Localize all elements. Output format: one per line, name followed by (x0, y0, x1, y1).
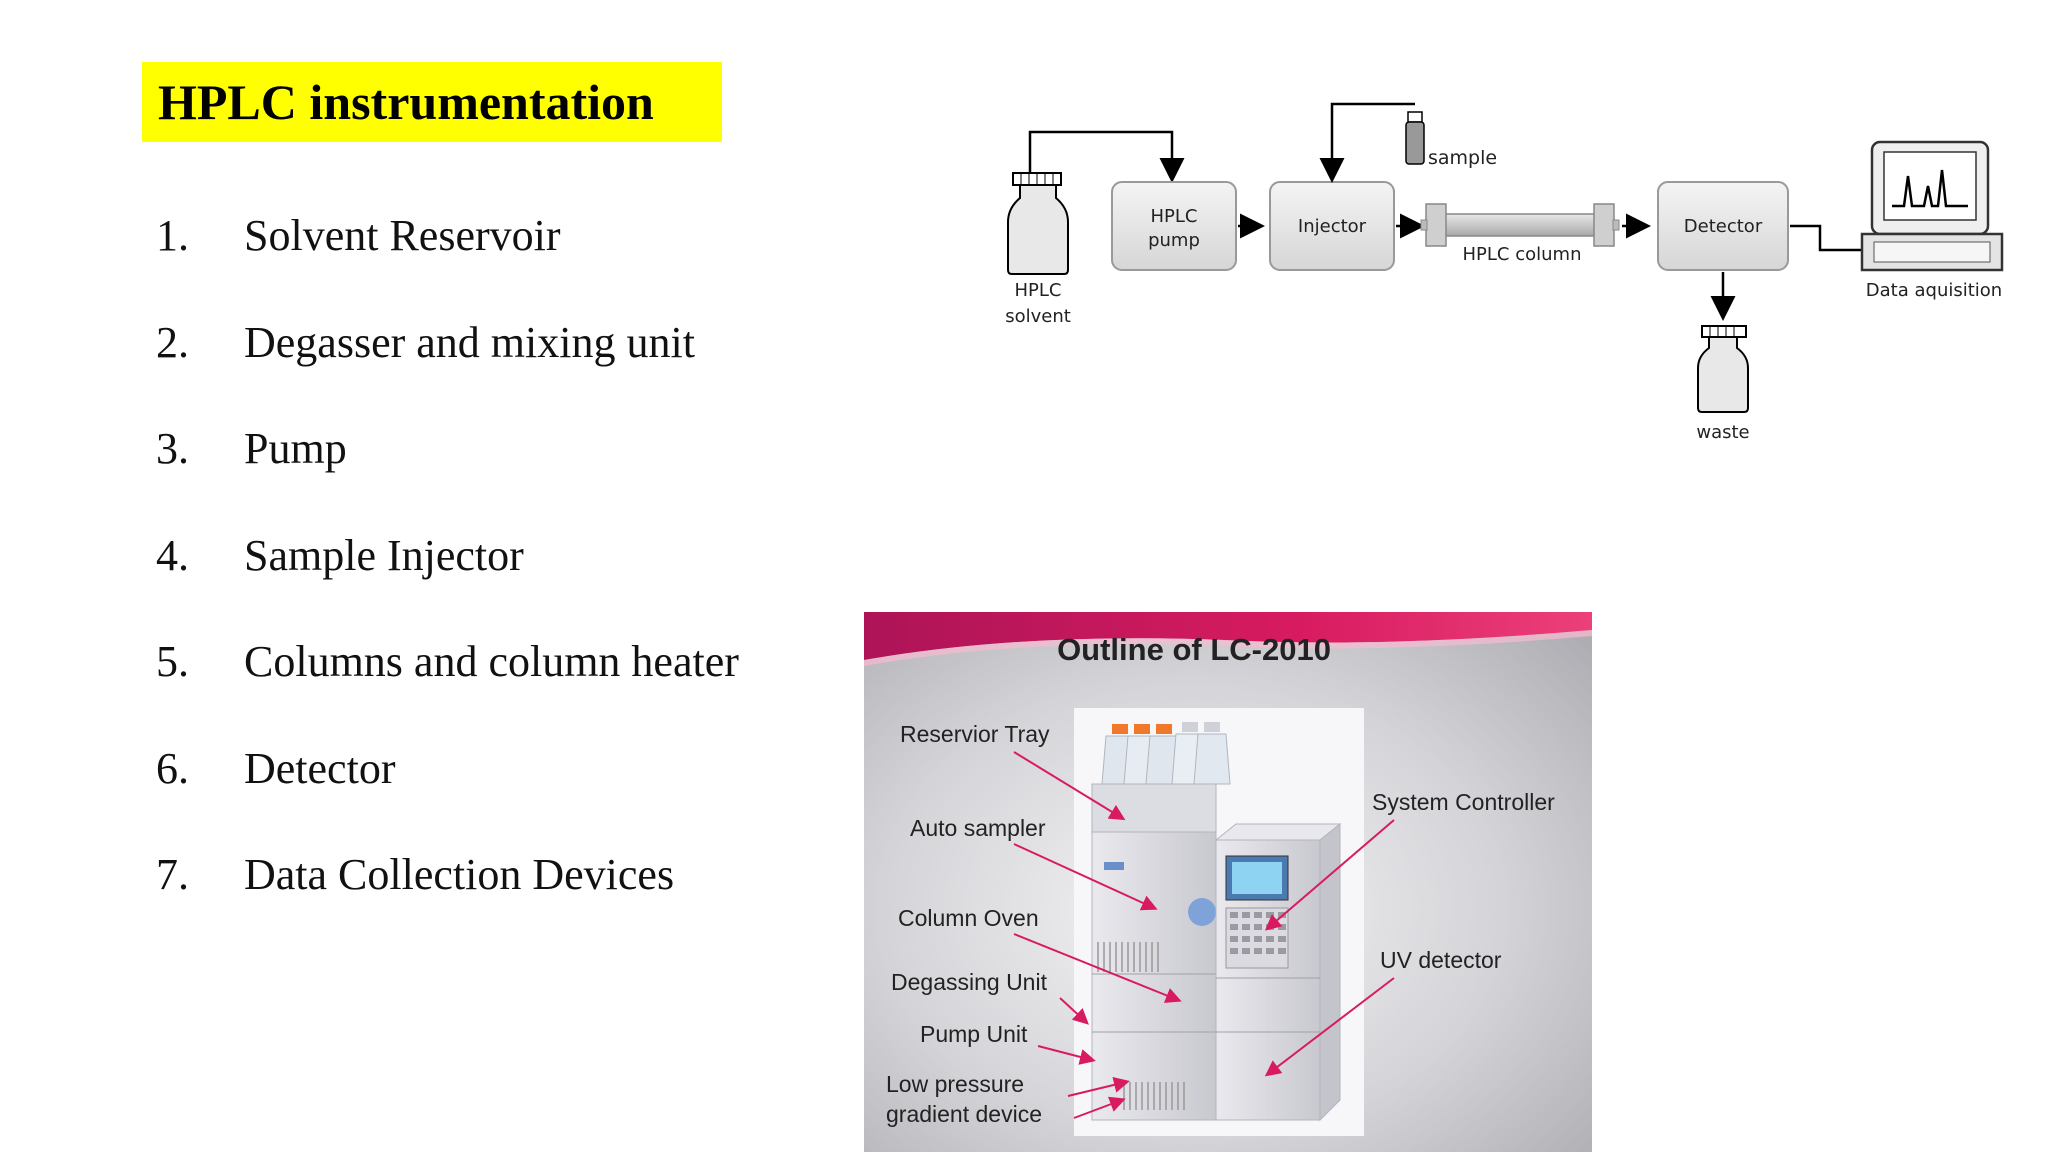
injector-label: Injector (1298, 216, 1367, 237)
component-list: 1. Solvent Reservoir 2. Degasser and mixin… (156, 210, 739, 956)
list-number: 5. (156, 637, 189, 686)
lc2010-photo: Outline of LC-2010 (864, 612, 1592, 1152)
detector-box (1657, 181, 1789, 271)
waste-label: waste (1696, 422, 1749, 443)
hplc-flow-diagram: HPLC solvent HPLC pump Injector sample H… (1005, 102, 2004, 443)
title-banner (864, 612, 1592, 660)
list-label: Columns and column heater (244, 637, 739, 686)
label-low-pressure-2: gradient device (886, 1101, 1042, 1127)
hplc-column-icon (1420, 203, 1620, 247)
list-label: Degasser and mixing unit (244, 317, 695, 367)
lc2010-illustration: Outline of LC-2010 (864, 612, 1592, 1136)
label-uv-detector: UV detector (1380, 947, 1502, 973)
list-number: 6. (156, 743, 189, 793)
list-label: Detector (244, 743, 396, 793)
list-item: 3. Pump (156, 423, 739, 530)
list-item: 7. Data Collection Devices (156, 849, 739, 956)
pump-label-2: pump (1148, 230, 1200, 251)
waste-bottle-icon (1697, 325, 1749, 413)
label-low-pressure-1: Low pressure (886, 1071, 1024, 1097)
list-label: Solvent Reservoir (244, 211, 561, 260)
detector-to-computer-line (1790, 224, 1866, 252)
list-item: 1. Solvent Reservoir (156, 210, 739, 317)
list-number: 7. (156, 850, 189, 899)
pump-label-1: HPLC (1151, 206, 1198, 227)
label-system-controller: System Controller (1372, 789, 1555, 815)
pointer-arrows (1013, 751, 1395, 1119)
list-number: 4. (156, 530, 189, 580)
list-number: 3. (156, 424, 189, 473)
left-unit-tower (1091, 783, 1217, 1121)
computer-icon (1860, 140, 2004, 272)
label-degassing-unit: Degassing Unit (891, 969, 1048, 995)
label-column-oven: Column Oven (898, 905, 1039, 931)
sample-label: sample (1428, 147, 1497, 169)
sample-to-injector-line (1319, 102, 1415, 183)
hplc-pump-box (1111, 181, 1237, 271)
list-item: 5. Columns and column heater (156, 636, 739, 743)
list-number: 1. (156, 211, 189, 260)
slide-title-box: HPLC instrumentation (142, 62, 722, 142)
solvent-label-2: solvent (1005, 306, 1071, 327)
list-number: 2. (156, 317, 189, 367)
list-label: Pump (244, 424, 347, 473)
label-reservoir-tray: Reservior Tray (900, 721, 1050, 747)
list-item: 2. Degasser and mixing unit (156, 317, 739, 424)
reservoir-bottles (1101, 722, 1231, 785)
detector-label: Detector (1684, 216, 1763, 237)
list-item: 4. Sample Injector (156, 530, 739, 637)
column-label: HPLC column (1463, 244, 1582, 265)
data-acquisition-label: Data aquisition (1866, 280, 2002, 301)
solvent-label-1: HPLC (1015, 280, 1062, 301)
solvent-to-pump-line (1028, 130, 1185, 183)
photo-title: Outline of LC-2010 (1057, 632, 1331, 667)
label-auto-sampler: Auto sampler (910, 815, 1046, 841)
list-label: Sample Injector (244, 530, 524, 580)
solvent-bottle-icon (1007, 172, 1069, 275)
slide-title: HPLC instrumentation (158, 74, 654, 130)
list-label: Data Collection Devices (244, 850, 675, 899)
sample-vial-icon (1405, 111, 1425, 165)
list-item: 6. Detector (156, 743, 739, 850)
label-pump-unit: Pump Unit (920, 1021, 1028, 1047)
